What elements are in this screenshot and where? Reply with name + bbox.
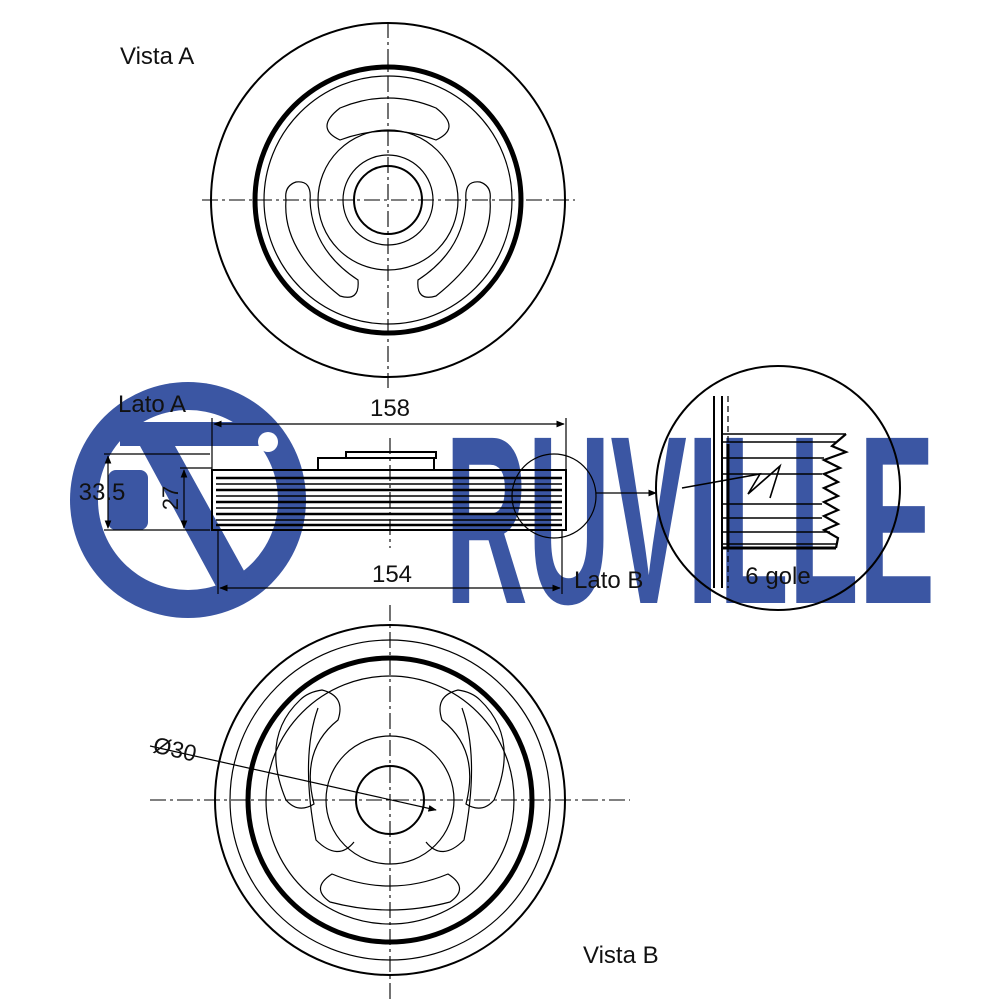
front-view-bore xyxy=(353,165,423,235)
rear-view-hub-outer xyxy=(325,735,455,865)
rear-view-bore xyxy=(355,765,425,835)
groove-detail: 6 gole xyxy=(655,365,901,611)
rear-view-label: Vista B xyxy=(583,942,659,969)
detail-grooves-label: 6 gole xyxy=(745,563,810,590)
side-view-pulley-body xyxy=(211,469,567,531)
detail-magnified-circle xyxy=(655,365,901,611)
side-view: Lato A Lato B 158 154 33.5 27 xyxy=(79,391,657,594)
side-a-label: Lato A xyxy=(118,391,186,418)
rear-view-spoke-slots xyxy=(275,689,505,911)
rear-view-inner-ring xyxy=(265,675,515,925)
side-view-grooves xyxy=(216,476,562,527)
detail-groove-profile xyxy=(681,433,849,550)
detail-callout-circle xyxy=(511,453,597,539)
front-view-hub-outer xyxy=(317,129,459,271)
front-view-outer-rim xyxy=(210,22,566,378)
front-view-spoke-slots xyxy=(285,97,491,298)
dim-total-width: 33.5 xyxy=(79,479,126,506)
front-view: Vista A xyxy=(120,22,575,388)
front-view-hub-mid xyxy=(342,154,434,246)
front-view-belt-ring xyxy=(252,64,524,336)
dim-bore-diameter: Ø30 xyxy=(151,732,199,767)
dim-belt-diameter: 154 xyxy=(372,561,412,588)
rear-view-rim-step xyxy=(229,639,551,961)
front-view-label: Vista A xyxy=(120,43,194,70)
ruville-emblem-icon xyxy=(70,382,306,618)
bore-leader-line xyxy=(149,745,437,812)
dim-overall-diameter: 158 xyxy=(370,395,410,422)
side-b-label: Lato B xyxy=(574,567,643,594)
side-view-hub xyxy=(317,457,435,471)
ruville-logo: RUVILLE xyxy=(70,382,935,654)
side-view-hub-boss xyxy=(345,451,437,459)
dim-belt-width: 27 xyxy=(158,486,183,510)
rear-view: Ø30 Vista B xyxy=(149,605,659,1000)
rear-view-outer-rim xyxy=(214,624,566,976)
rear-view-belt-ring xyxy=(245,655,535,945)
front-view-inner-ring xyxy=(263,75,513,325)
